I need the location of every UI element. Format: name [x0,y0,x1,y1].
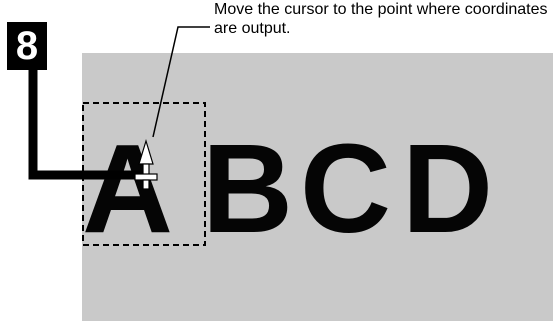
letter-b: B [202,118,293,259]
letter-c: C [300,118,391,259]
drawing-canvas [82,53,553,321]
callout-leader-line [152,26,210,138]
crosshair-cursor-icon [134,138,158,190]
step-leader-line [28,70,140,180]
step-number-badge: 8 [7,22,47,70]
callout-instruction: Move the cursor to the point where coord… [214,1,548,37]
letter-d: D [402,118,493,259]
letter-a: A [82,118,173,259]
selection-box [82,102,206,246]
